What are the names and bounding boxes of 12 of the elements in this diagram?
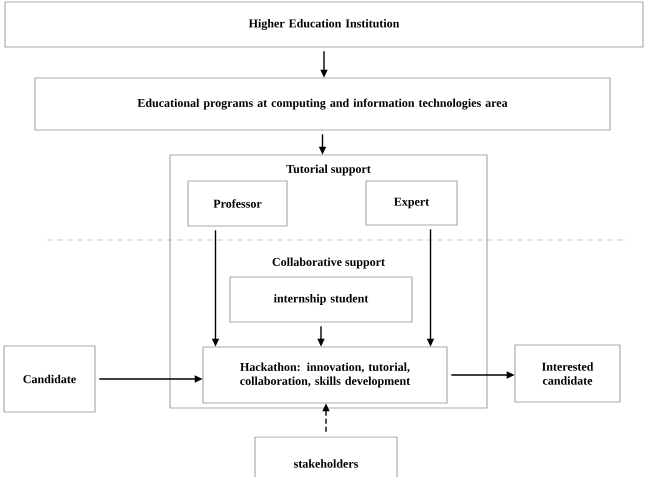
institution-box: Higher Education Institution bbox=[4, 2, 644, 48]
role-box: Expert bbox=[366, 180, 458, 226]
outcome-box: Interested candidate bbox=[514, 344, 620, 402]
role-box: Professor bbox=[188, 180, 288, 226]
support-box bbox=[170, 154, 488, 408]
program-box: Educational programs at computing and information technologies area bbox=[34, 78, 610, 130]
section-heading: Collaborative support bbox=[272, 258, 385, 268]
student-box: internship student bbox=[230, 276, 412, 322]
stakeholder-box: stakeholders bbox=[254, 436, 398, 477]
hackathon-box: Hackathon: innovation, tutorial, collaboration, skills development bbox=[202, 346, 448, 404]
candidate-box: Candidate bbox=[4, 346, 96, 412]
section-heading: Tutorial support bbox=[286, 164, 371, 176]
